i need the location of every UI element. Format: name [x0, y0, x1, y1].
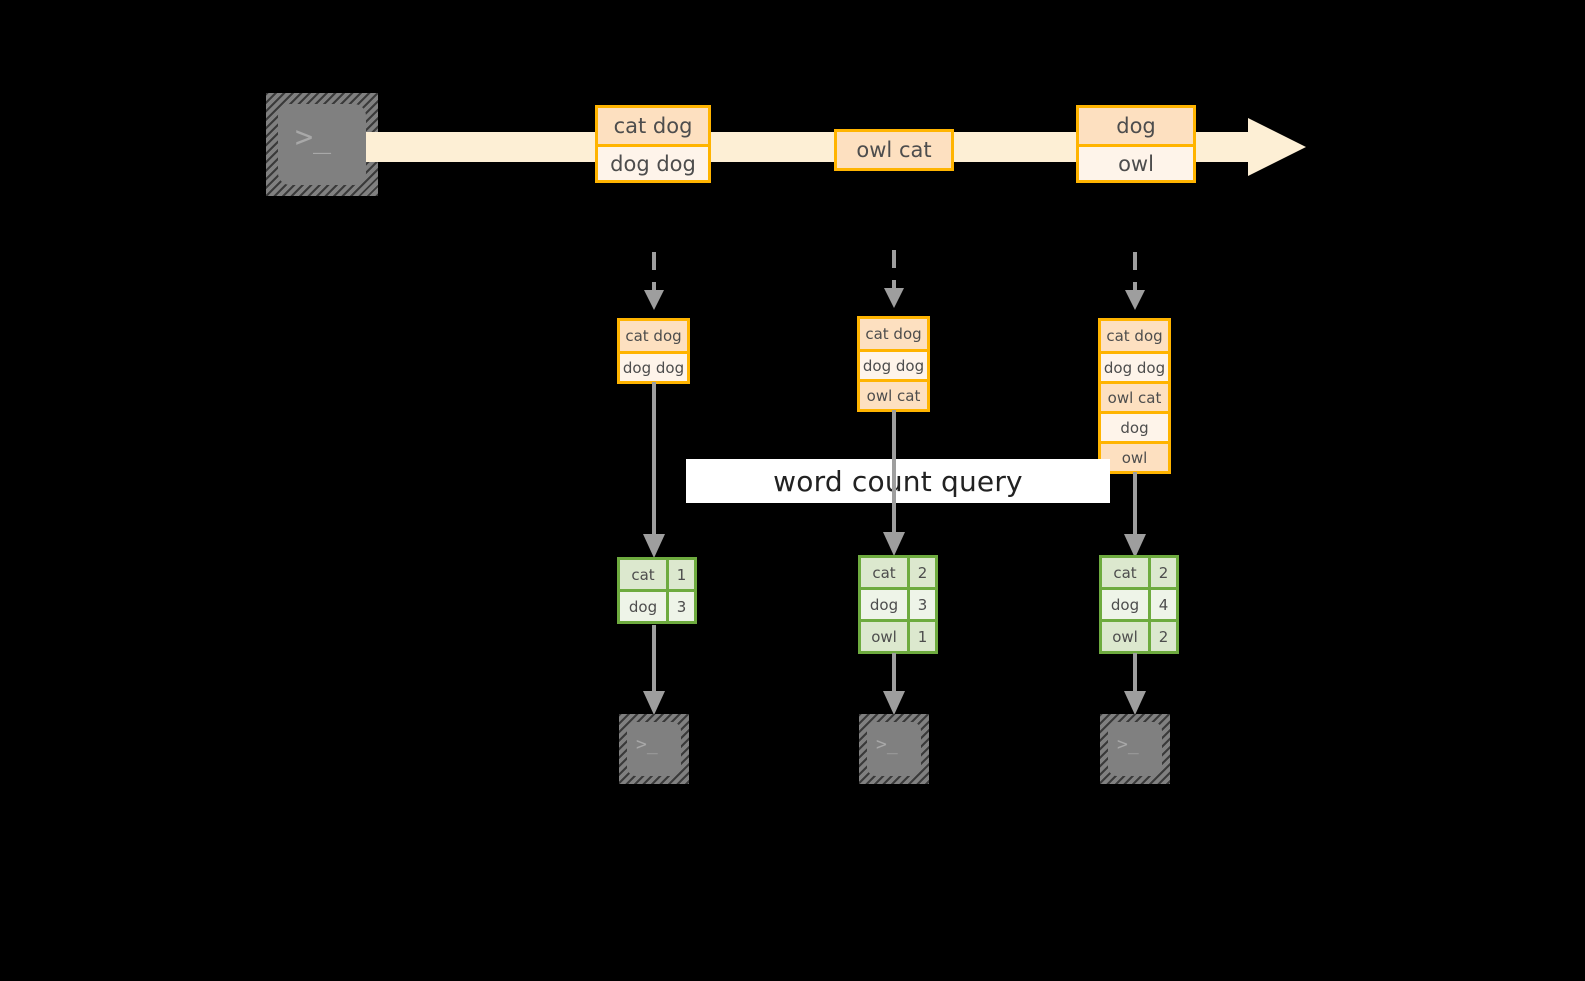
message-line: dog	[1079, 108, 1193, 144]
result-to-sink-connector-3	[1121, 653, 1149, 717]
snapshot-line: owl cat	[860, 379, 927, 409]
message-line: owl cat	[837, 132, 951, 168]
table-row: owl 2	[1102, 619, 1176, 651]
snapshot-line: cat dog	[1101, 321, 1168, 351]
table-row: cat 2	[1102, 558, 1176, 587]
source-terminal-icon: >_	[266, 93, 378, 196]
snapshot-box-3: cat dog dog dog owl cat dog owl	[1098, 318, 1171, 474]
query-label: word count query	[773, 464, 1023, 498]
result-word: dog	[620, 592, 666, 621]
result-word: owl	[861, 622, 907, 651]
stream-message-1: cat dog dog dog	[595, 105, 711, 183]
terminal-body	[627, 722, 681, 776]
snapshot-line: owl cat	[1101, 381, 1168, 411]
snapshot-line: dog dog	[1101, 351, 1168, 381]
result-count: 3	[666, 592, 694, 621]
snapshot-line: dog dog	[620, 351, 687, 381]
stream-message-3: dog owl	[1076, 105, 1196, 183]
table-row: dog 3	[861, 587, 935, 619]
word-count-query-band: word count query	[686, 459, 1110, 503]
sink-terminal-icon-2: >_	[859, 714, 929, 784]
result-word: cat	[861, 558, 907, 587]
terminal-prompt-glyph: >_	[1117, 734, 1139, 755]
sink-terminal-icon-1: >_	[619, 714, 689, 784]
result-word: dog	[1102, 590, 1148, 619]
message-line: cat dog	[598, 108, 708, 144]
result-table-2: cat 2 dog 3 owl 1	[858, 555, 938, 654]
table-row: cat 2	[861, 558, 935, 587]
terminal-prompt-glyph: >_	[876, 734, 898, 755]
snapshot-box-1: cat dog dog dog	[617, 318, 690, 384]
terminal-prompt-glyph: >_	[636, 734, 658, 755]
sink-terminal-icon-3: >_	[1100, 714, 1170, 784]
table-row: dog 4	[1102, 587, 1176, 619]
snapshot-line: dog dog	[860, 349, 927, 379]
table-row: dog 3	[620, 589, 694, 621]
result-word: dog	[861, 590, 907, 619]
result-table-1: cat 1 dog 3	[617, 557, 697, 624]
snapshot-box-2: cat dog dog dog owl cat	[857, 316, 930, 412]
result-word: owl	[1102, 622, 1148, 651]
snapshot-line: cat dog	[860, 319, 927, 349]
result-count: 4	[1148, 590, 1176, 619]
terminal-prompt-glyph: >_	[295, 120, 332, 155]
terminal-body	[278, 104, 366, 185]
result-count: 3	[907, 590, 935, 619]
snapshot-to-result-connector-1	[640, 382, 668, 560]
snapshot-to-result-connector-2	[880, 410, 908, 558]
snapshot-line: owl	[1101, 441, 1168, 471]
stream-to-snapshot-connector-3	[1121, 252, 1149, 314]
result-count: 2	[1148, 558, 1176, 587]
snapshot-to-result-connector-3	[1121, 472, 1149, 560]
result-to-sink-connector-1	[640, 625, 668, 717]
result-count: 2	[1148, 622, 1176, 651]
result-count: 2	[907, 558, 935, 587]
snapshot-line: dog	[1101, 411, 1168, 441]
table-row: cat 1	[620, 560, 694, 589]
stream-to-snapshot-connector-2	[880, 250, 908, 312]
stream-message-2: owl cat	[834, 129, 954, 171]
message-line: owl	[1079, 144, 1193, 180]
result-word: cat	[620, 560, 666, 589]
table-row: owl 1	[861, 619, 935, 651]
result-count: 1	[666, 560, 694, 589]
message-line: dog dog	[598, 144, 708, 180]
result-word: cat	[1102, 558, 1148, 587]
terminal-body	[867, 722, 921, 776]
stream-to-snapshot-connector-1	[640, 252, 668, 314]
result-to-sink-connector-2	[880, 653, 908, 717]
terminal-body	[1108, 722, 1162, 776]
result-table-3: cat 2 dog 4 owl 2	[1099, 555, 1179, 654]
result-count: 1	[907, 622, 935, 651]
snapshot-line: cat dog	[620, 321, 687, 351]
